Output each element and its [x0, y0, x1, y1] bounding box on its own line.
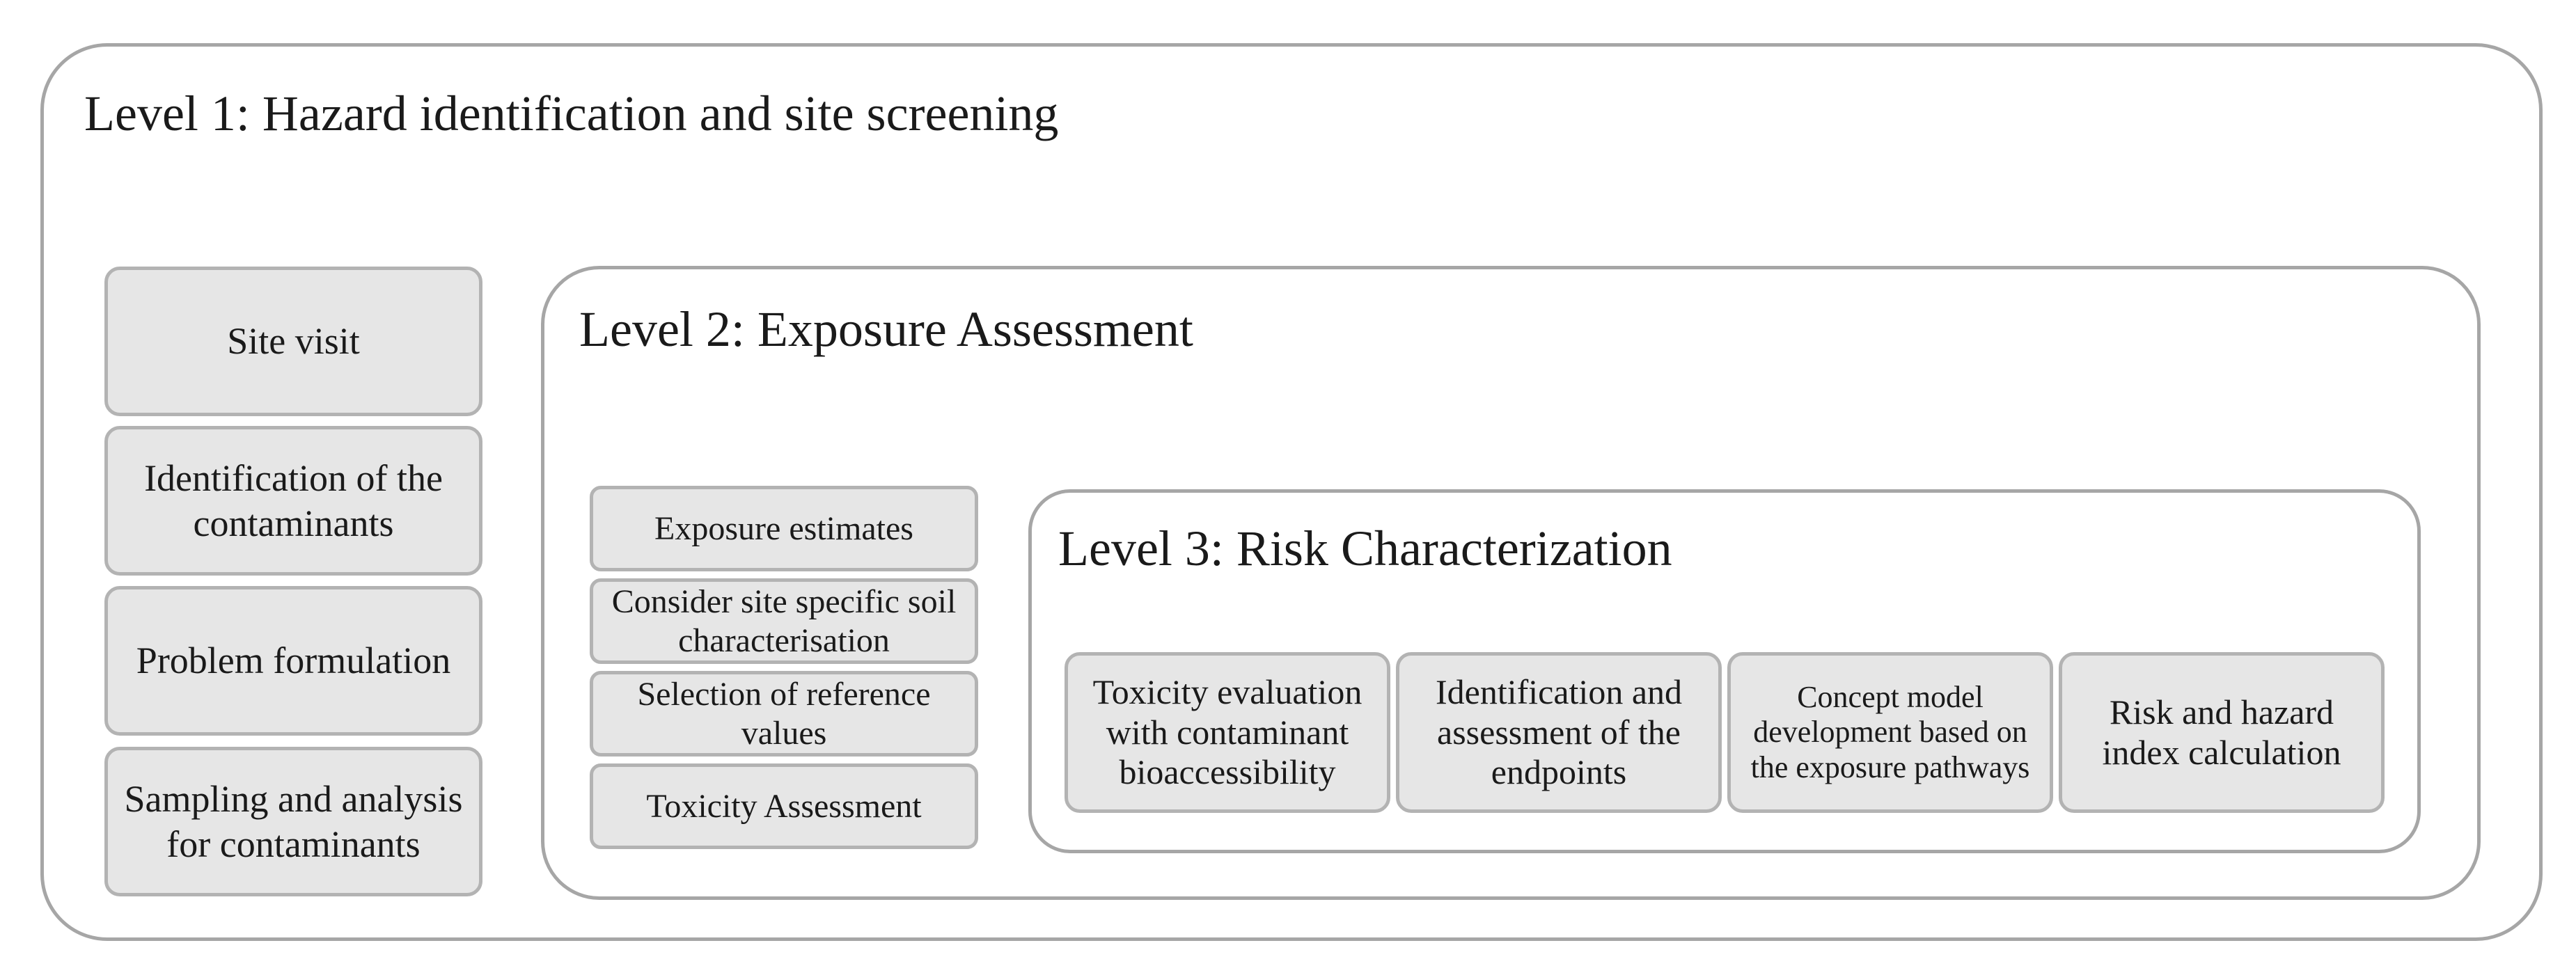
risk-hazard-index-box: Risk and hazard index calculation	[2059, 652, 2385, 813]
toxicity-assessment-box: Toxicity Assessment	[590, 763, 978, 849]
site-soil-characterisation-box: Consider site specific soil characterisa…	[590, 578, 978, 664]
problem-formulation-box: Problem formulation	[104, 586, 482, 736]
reference-values-label: Selection of reference values	[637, 676, 931, 752]
toxicity-evaluation-box: Toxicity evaluation with contaminant bio…	[1065, 652, 1390, 813]
concept-model-box: Concept model development based on the e…	[1727, 652, 2053, 813]
exposure-estimates-label: Exposure estimates	[654, 509, 913, 547]
reference-values-box: Selection of reference values	[590, 671, 978, 757]
sampling-and-analysis-box: Sampling and analysis for contaminants	[104, 747, 482, 896]
level-3-title: Level 3: Risk Characterization	[1058, 521, 1672, 576]
toxicity-evaluation-label: Toxicity evaluation with contaminant bio…	[1092, 672, 1362, 792]
level-1-title: Level 1: Hazard identification and site …	[84, 86, 1059, 141]
site-soil-characterisation-label: Consider site specific soil characterisa…	[611, 583, 957, 659]
problem-formulation-label: Problem formulation	[136, 640, 451, 682]
toxicity-assessment-label: Toxicity Assessment	[646, 787, 922, 825]
identification-of-contaminants-label: Identification of the contaminants	[144, 457, 443, 544]
risk-hazard-index-label: Risk and hazard index calculation	[2102, 692, 2341, 772]
endpoints-assessment-box: Identification and assessment of the end…	[1396, 652, 1722, 813]
identification-of-contaminants-box: Identification of the contaminants	[104, 426, 482, 576]
level-2-title: Level 2: Exposure Assessment	[579, 301, 1193, 357]
concept-model-label: Concept model development based on the e…	[1750, 679, 2030, 784]
exposure-estimates-box: Exposure estimates	[590, 486, 978, 571]
site-visit-box: Site visit	[104, 267, 482, 416]
endpoints-assessment-label: Identification and assessment of the end…	[1435, 672, 1683, 792]
site-visit-label: Site visit	[227, 320, 360, 363]
sampling-and-analysis-label: Sampling and analysis for contaminants	[124, 777, 463, 865]
